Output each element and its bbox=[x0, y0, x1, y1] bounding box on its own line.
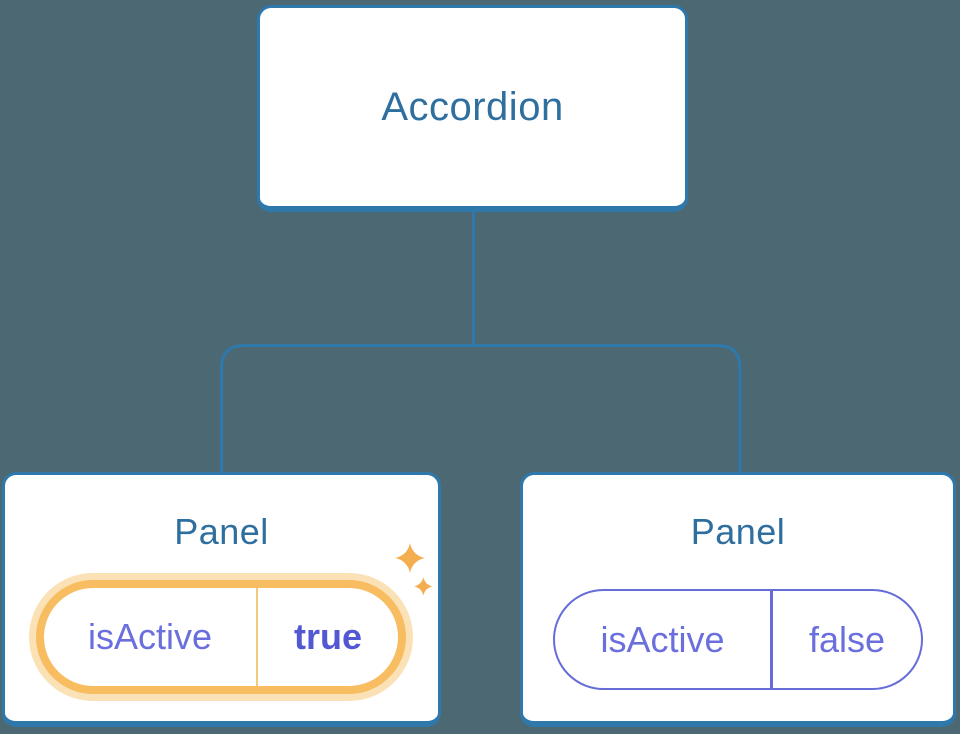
sparkle-small bbox=[414, 577, 433, 596]
state-value: false bbox=[808, 618, 886, 660]
connector-branch bbox=[220, 344, 742, 473]
pill-divider bbox=[256, 588, 258, 686]
state-key: isActive bbox=[87, 616, 213, 657]
accordion-node-label: Accordion bbox=[381, 84, 564, 129]
state-value: true bbox=[293, 616, 362, 657]
panel-node-active: Panel isActive true bbox=[2, 472, 441, 727]
state-pill-active: isActive true bbox=[36, 580, 406, 694]
panel-node-inactive: Panel isActive false bbox=[520, 472, 956, 727]
pill-divider bbox=[770, 591, 773, 688]
accordion-node: Accordion bbox=[257, 5, 688, 212]
panel-node-label: Panel bbox=[690, 511, 786, 552]
state-pill-inactive: isActive false bbox=[553, 589, 923, 690]
state-key: isActive bbox=[600, 618, 725, 660]
panel-node-label: Panel bbox=[174, 511, 269, 552]
